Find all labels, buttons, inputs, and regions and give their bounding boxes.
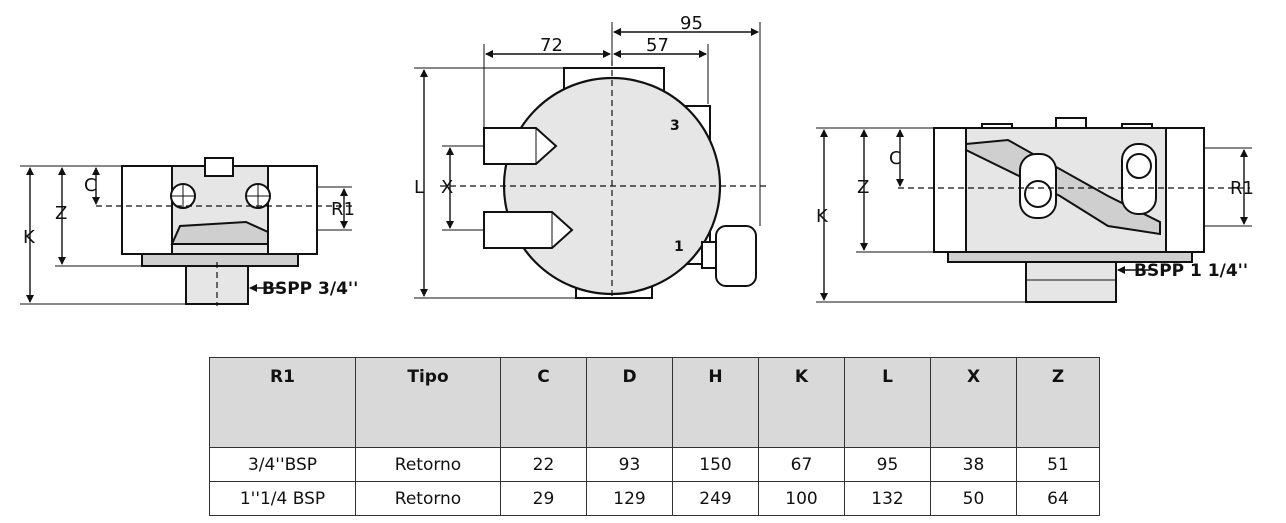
- center-port-lower: [483, 211, 574, 249]
- technical-drawing: K Z C R1 BSPP 3/4'' 3 1: [20, 13, 1254, 306]
- table-cell: 50: [930, 481, 1017, 516]
- header-k: K: [758, 357, 845, 448]
- left-port-right: [267, 165, 318, 255]
- header-c: C: [500, 357, 587, 448]
- center-dim-l: L: [414, 177, 424, 198]
- table-cell: 64: [1016, 481, 1100, 516]
- table-cell: 100: [758, 481, 845, 516]
- left-z-label: Z: [55, 203, 67, 224]
- center-dim-72: 72: [540, 35, 563, 56]
- table-cell: 3/4''BSP: [209, 447, 356, 482]
- right-z-label: Z: [857, 177, 869, 198]
- center-view: 3 1 95 72 57 L X: [414, 13, 770, 300]
- center-gauge: [715, 225, 757, 287]
- left-r1-label: R1: [331, 199, 355, 220]
- left-k-label: K: [23, 227, 36, 248]
- left-thread-label: BSPP 3/4'': [262, 279, 358, 299]
- table-cell: Retorno: [355, 447, 501, 482]
- header-z: Z: [1016, 357, 1100, 448]
- center-port-number-3: 3: [670, 118, 680, 134]
- table-cell: 150: [672, 447, 759, 482]
- header-x: X: [930, 357, 1017, 448]
- header-r1: R1: [209, 357, 356, 448]
- left-view: K Z C R1 BSPP 3/4'': [20, 157, 358, 306]
- center-port-number-1: 1: [674, 239, 684, 255]
- right-port-left: [933, 127, 967, 253]
- table-cell: 95: [844, 447, 931, 482]
- right-port-right: [1165, 127, 1205, 253]
- right-thread-label: BSPP 1 1/4'': [1134, 261, 1248, 281]
- left-top-boss: [204, 157, 234, 177]
- header-h: H: [672, 357, 759, 448]
- table-cell: 249: [672, 481, 759, 516]
- table-cell: 1''1/4 BSP: [209, 481, 356, 516]
- table-cell: 132: [844, 481, 931, 516]
- right-c-label: C: [889, 148, 902, 169]
- center-dim-57: 57: [646, 35, 669, 56]
- table-row: 1''1/4 BSP Retorno 29 129 249 100 132 50…: [209, 481, 1100, 516]
- header-tipo: Tipo: [355, 357, 501, 448]
- table-cell: 22: [500, 447, 587, 482]
- right-r1-label: R1: [1230, 178, 1254, 199]
- table-cell: 129: [586, 481, 673, 516]
- right-outlet: [1025, 261, 1117, 303]
- left-port-left: [121, 165, 173, 255]
- right-view: K Z C R1 BSPP 1 1/4'': [816, 117, 1254, 303]
- header-l: L: [844, 357, 931, 448]
- left-flange: [141, 253, 299, 267]
- table-cell: 67: [758, 447, 845, 482]
- table-cell: 38: [930, 447, 1017, 482]
- table-header-row: R1 Tipo C D H K L X Z: [209, 357, 1100, 448]
- header-d: D: [586, 357, 673, 448]
- right-k-label: K: [816, 206, 829, 227]
- table-cell: 93: [586, 447, 673, 482]
- table-row: 3/4''BSP Retorno 22 93 150 67 95 38 51: [209, 447, 1100, 482]
- center-dim-x: X: [441, 177, 453, 198]
- center-dim-95: 95: [680, 13, 703, 34]
- table-cell: 51: [1016, 447, 1100, 482]
- spec-table: R1 Tipo C D H K L X Z 3/4''BSP Retorno 2…: [209, 357, 1100, 516]
- left-c-label: C: [84, 175, 97, 196]
- table-cell: Retorno: [355, 481, 501, 516]
- center-port-upper: [483, 127, 558, 165]
- table-cell: 29: [500, 481, 587, 516]
